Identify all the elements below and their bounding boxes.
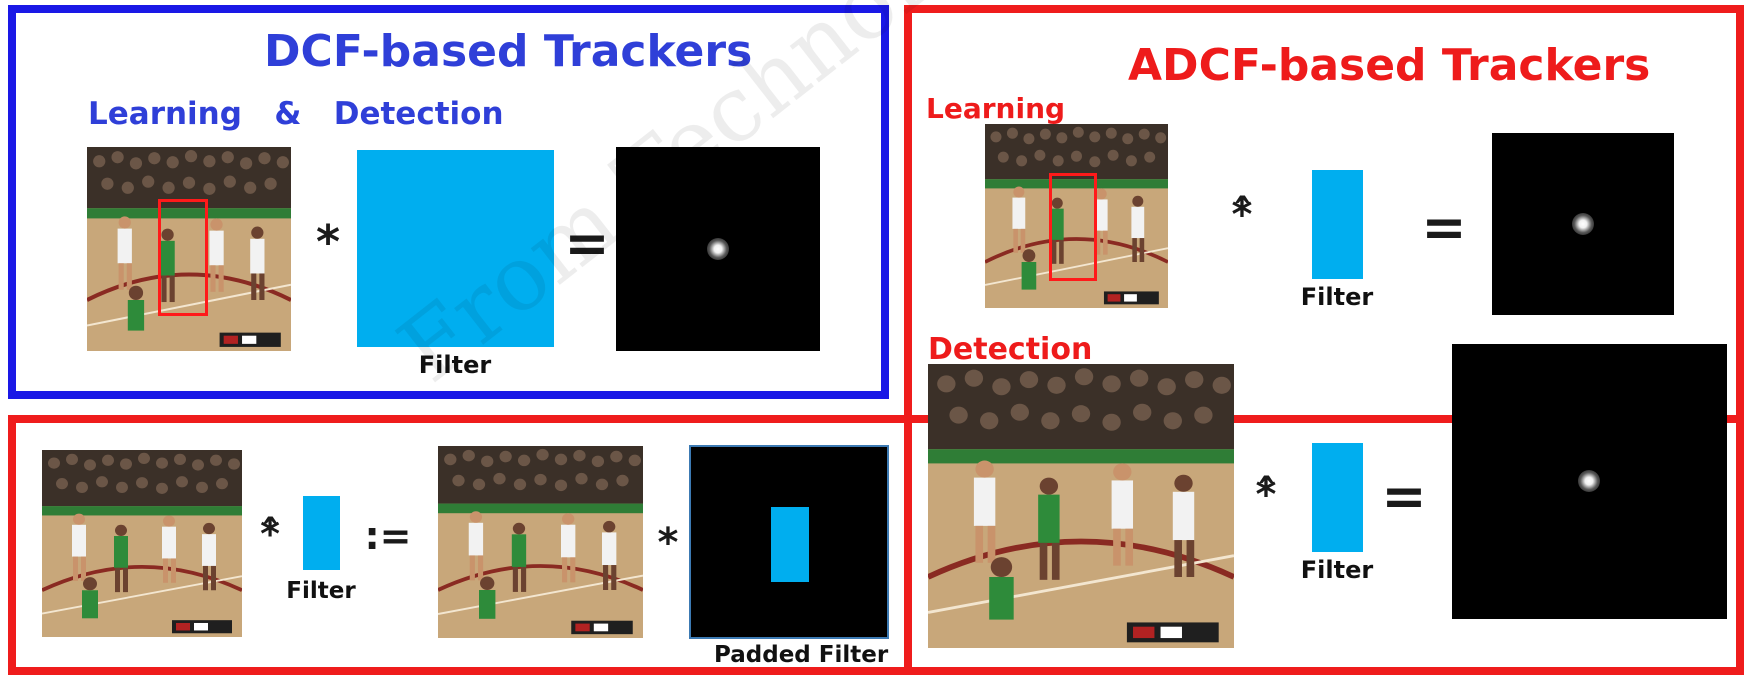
adcf-detection-image [928,364,1234,648]
adcf-learning-filter-label: Filter [1300,283,1374,311]
dcf-response-map [616,147,820,351]
response-peak [707,238,729,260]
adcf-detection-equals-symbol: = [1381,465,1427,528]
dcf-filter-block [357,150,554,347]
dcf-target-box [158,199,208,316]
adcf-learning-filter [1312,170,1363,279]
padding-definition-symbol: := [364,514,412,558]
padded-filter-core [771,507,809,582]
padding-output-image [438,446,643,638]
adcf-detection-response [1452,344,1727,619]
dcf-subtitle: Learning & Detection [88,96,504,132]
adcf-detection-filter-label: Filter [1300,556,1374,584]
dcf-filter-label: Filter [418,351,492,379]
dcf-equals-symbol: = [564,212,610,275]
adcf-learning-conv-symbol: *̂ [1231,192,1253,238]
padding-input-image [42,450,242,637]
panel-join [889,415,904,423]
padding-conv-hat-symbol: *̂ [260,512,280,556]
adcf-detection-conv-symbol: *̂ [1255,472,1277,518]
padded-filter-label: Padded Filter [714,642,889,668]
response-peak [1578,470,1600,492]
padded-filter-map [689,445,889,639]
adcf-learning-equals-symbol: = [1421,196,1467,259]
adcf-detection-label: Detection [928,332,1093,367]
padding-panel [8,415,1744,675]
adcf-target-box [1049,173,1097,281]
adcf-learning-label: Learning [926,92,1066,125]
dcf-convolution-symbol: * [315,215,341,269]
padding-conv-symbol: * [657,520,679,566]
dcf-panel [8,5,889,399]
adcf-learning-response [1492,133,1674,315]
padding-small-filter [303,496,340,570]
padding-filter-label: Filter [286,578,356,604]
response-peak [1572,213,1594,235]
dcf-title: DCF-based Trackers [264,26,753,77]
adcf-title: ADCF-based Trackers [1128,40,1651,91]
adcf-detection-filter [1312,443,1363,552]
